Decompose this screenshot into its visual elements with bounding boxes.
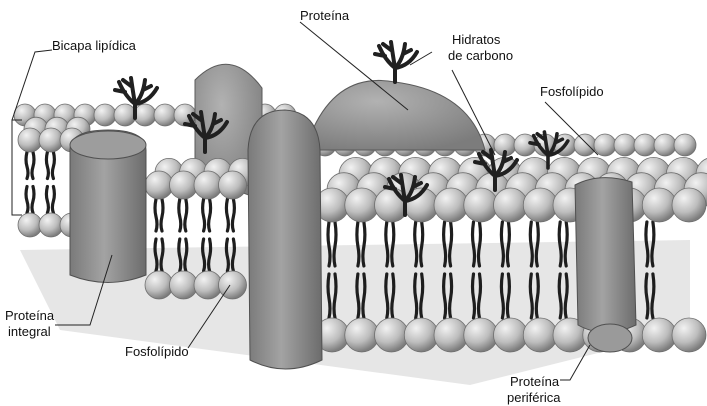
phospholipid-head [154, 104, 176, 126]
phospholipid-head [219, 171, 247, 199]
phospholipid-head [194, 171, 222, 199]
label-phospholipid-bottom: Fosfolípido [125, 344, 189, 359]
phospholipid-head [434, 188, 468, 222]
phospholipid-head [672, 318, 706, 352]
label-carbohydrates-line2: de carbono [448, 48, 513, 63]
phospholipid-head [642, 318, 676, 352]
phospholipid-head [574, 134, 596, 156]
phospholipid-tails [226, 199, 234, 231]
label-peripheral-protein-line2: periférica [507, 390, 561, 405]
central-transmembrane-protein [248, 110, 322, 369]
phospholipid-head [654, 134, 676, 156]
phospholipid-head [114, 104, 136, 126]
phospholipid-head [170, 271, 198, 299]
label-protein-top: Proteína [300, 8, 350, 23]
phospholipid-head [494, 188, 528, 222]
phospholipid-head [39, 213, 63, 237]
phospholipid-head [523, 318, 557, 352]
phospholipid-head [134, 104, 156, 126]
phospholipid-tails [179, 199, 187, 231]
label-integral-protein-line2: integral [8, 324, 51, 339]
phospholipid-head [375, 318, 409, 352]
phospholipid-tails [203, 199, 211, 231]
phospholipid-head [18, 213, 42, 237]
phospholipid-head [594, 134, 616, 156]
phospholipid-head [345, 318, 379, 352]
phospholipid-head [145, 171, 173, 199]
phospholipid-tails [155, 199, 163, 231]
phospholipid-head [145, 271, 173, 299]
phospholipid-head [674, 134, 696, 156]
phospholipid-head [672, 188, 706, 222]
phospholipid-head [345, 188, 379, 222]
integral-protein-right [575, 178, 636, 333]
phospholipid-head [404, 318, 438, 352]
peripheral-protein [588, 324, 632, 352]
phospholipid-head [170, 171, 198, 199]
phospholipid-head [18, 128, 42, 152]
dome-protein [305, 80, 485, 150]
phospholipid-head [523, 188, 557, 222]
middle-bilayer-section [145, 158, 257, 299]
phospholipid-head [94, 104, 116, 126]
phospholipid-head [642, 188, 676, 222]
phospholipid-head [464, 318, 498, 352]
label-integral-protein-line1: Proteína [5, 308, 55, 323]
phospholipid-tails [26, 152, 34, 179]
label-carbohydrates-line1: Hidratos [452, 32, 501, 47]
phospholipid-head [434, 318, 468, 352]
phospholipid-tails [46, 152, 54, 179]
phospholipid-head [464, 188, 498, 222]
integral-protein-left [70, 130, 146, 283]
phospholipid-head [39, 128, 63, 152]
phospholipid-head [194, 271, 222, 299]
phospholipid-head [219, 271, 247, 299]
label-peripheral-protein-line1: Proteína [510, 374, 560, 389]
phospholipid-head [614, 134, 636, 156]
label-bilayer: Bicapa lipídica [52, 38, 137, 53]
phospholipid-head [634, 134, 656, 156]
carbohydrate-chain [375, 42, 417, 82]
phospholipid-tails [26, 187, 34, 214]
phospholipid-head [494, 318, 528, 352]
phospholipid-tails [46, 187, 54, 214]
label-phospholipid-right: Fosfolípido [540, 84, 604, 99]
